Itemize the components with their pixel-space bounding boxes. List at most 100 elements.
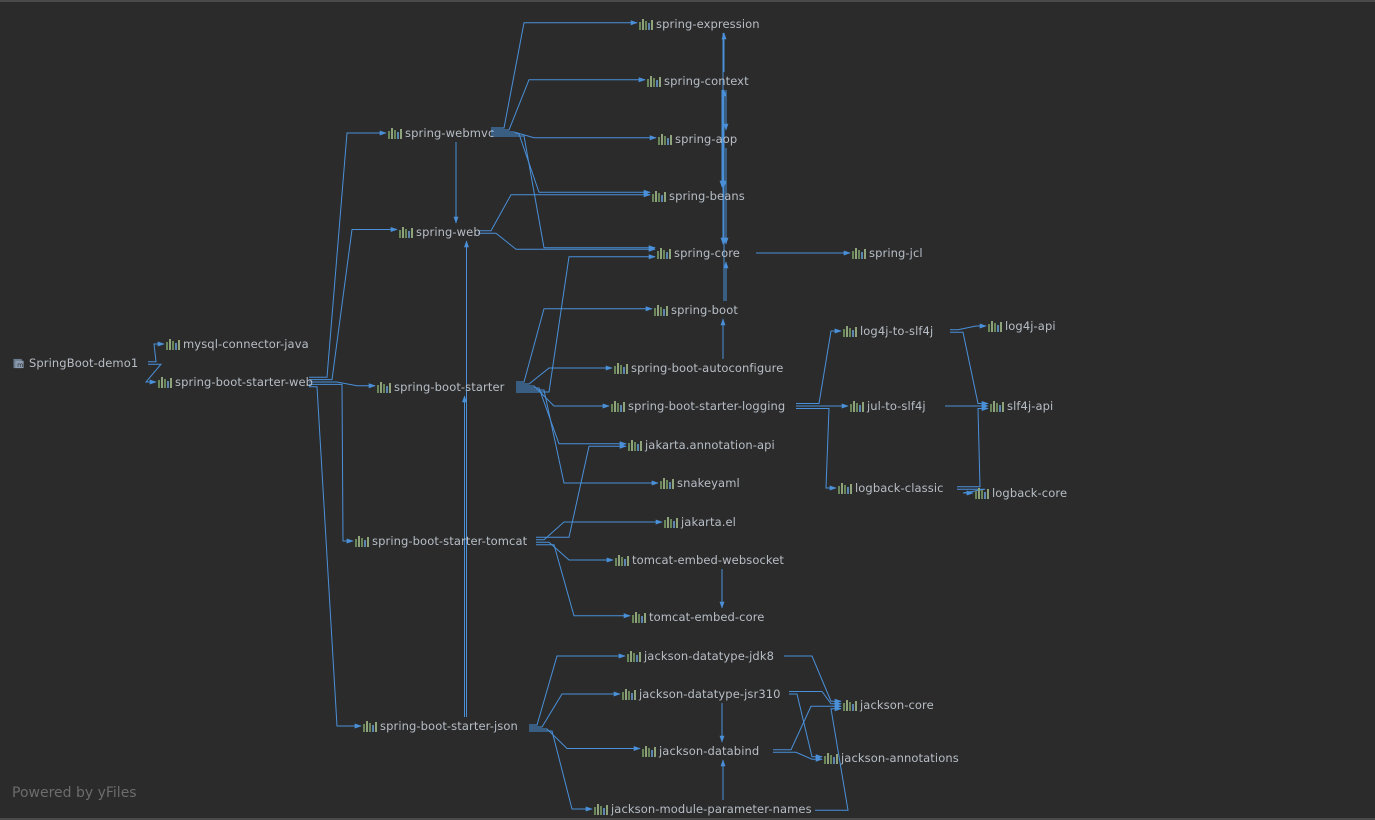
edge-root-to-sbsw — [144, 363, 163, 385]
dependency-node-autoconf[interactable]: spring-boot-autoconfigure — [614, 360, 783, 376]
edge-databind-to-jcore — [773, 703, 842, 751]
library-icon — [166, 338, 180, 350]
node-label: logback-classic — [855, 481, 944, 495]
dependency-node-tews[interactable]: tomcat-embed-websocket — [615, 552, 784, 568]
dependency-node-boot[interactable]: spring-boot — [654, 302, 738, 318]
edge-databind-to-jann — [773, 751, 823, 762]
node-label: spring-aop — [675, 132, 738, 146]
edge-sbsw-to-sbs — [309, 381, 376, 389]
dependency-node-tecore[interactable]: tomcat-embed-core — [632, 609, 765, 625]
edge-tomcat-to-tews — [536, 541, 614, 563]
library-icon — [843, 699, 857, 711]
library-icon — [355, 535, 369, 547]
node-label: jakarta.annotation-api — [645, 438, 775, 452]
edge-sbs-to-autoconf — [516, 365, 613, 385]
edge-tomcat-to-jakann — [536, 443, 627, 538]
dependency-node-logging[interactable]: spring-boot-starter-logging — [611, 398, 785, 414]
library-icon — [990, 400, 1004, 412]
dependency-node-jakann[interactable]: jakarta.annotation-api — [628, 437, 775, 453]
dependency-node-l4japi[interactable]: log4j-api — [988, 318, 1056, 334]
node-label: jul-to-slf4j — [867, 399, 926, 413]
library-icon — [975, 487, 989, 499]
library-icon — [377, 381, 391, 393]
edge-sbs-to-logging — [516, 385, 610, 409]
node-label: jackson-module-parameter-names — [611, 802, 812, 816]
dependency-node-core[interactable]: spring-core — [657, 245, 740, 261]
library-icon — [664, 516, 678, 528]
edge-webmvc-to-aop — [491, 131, 657, 141]
svg-text:m: m — [17, 361, 23, 369]
node-label: jackson-core — [860, 698, 934, 712]
node-label: spring-boot-starter-json — [380, 719, 518, 733]
node-label: snakeyaml — [677, 476, 740, 490]
node-label: spring-boot-autoconfigure — [631, 361, 784, 375]
dependency-node-web[interactable]: spring-web — [399, 224, 481, 240]
dependency-node-jakel[interactable]: jakarta.el — [664, 514, 736, 530]
dependency-node-aop[interactable]: spring-aop — [658, 131, 737, 147]
edge-webmvc-to-context — [491, 77, 646, 131]
dependency-node-mysql[interactable]: mysql-connector-java — [166, 336, 309, 352]
edge-params-to-jcore — [815, 706, 849, 811]
node-label: tomcat-embed-core — [649, 610, 765, 624]
edge-l4j2slf-to-slf4j — [950, 331, 989, 406]
dependency-node-beans[interactable]: spring-beans — [652, 188, 745, 204]
edge-tomcat-to-jakel — [536, 519, 663, 541]
node-label: spring-expression — [656, 17, 760, 31]
edge-l4j2slf-to-l4japi — [950, 323, 987, 331]
dependency-node-databind[interactable]: jackson-databind — [642, 743, 759, 759]
edge-sbsw-to-tomcat — [309, 383, 354, 544]
edge-sbs-to-jakann — [516, 387, 627, 447]
edge-json-to-databind — [529, 728, 641, 751]
library-icon — [399, 226, 413, 238]
node-label: jakarta.el — [681, 515, 736, 529]
dependency-node-slf4j[interactable]: slf4j-api — [990, 398, 1053, 414]
node-label: spring-jcl — [869, 246, 923, 260]
node-label: jackson-databind — [659, 744, 760, 758]
library-icon — [642, 745, 656, 757]
library-icon — [388, 127, 402, 139]
dependency-node-context[interactable]: spring-context — [647, 73, 749, 89]
edge-json-to-params — [529, 730, 593, 812]
dependency-node-sbs[interactable]: spring-boot-starter — [377, 379, 504, 395]
edge-webmvc-to-expression — [491, 20, 638, 129]
edge-sbsw-to-web — [309, 227, 398, 381]
library-icon — [658, 133, 672, 145]
dependency-node-lbclassic[interactable]: logback-classic — [838, 480, 944, 496]
dependency-node-tomcat[interactable]: spring-boot-starter-tomcat — [355, 533, 527, 549]
dependency-node-expression[interactable]: spring-expression — [639, 16, 760, 32]
dependency-node-json[interactable]: spring-boot-starter-json — [363, 718, 518, 734]
edge-tomcat-to-tecore — [536, 544, 631, 619]
edge-logging-to-l4j2slf — [796, 328, 842, 404]
dependency-node-jann[interactable]: jackson-annotations — [824, 750, 959, 766]
dependency-node-jcl[interactable]: spring-jcl — [852, 245, 923, 261]
edge-sbs-to-boot — [516, 306, 653, 383]
dependency-node-jsr310[interactable]: jackson-datatype-jsr310 — [622, 686, 781, 702]
node-label: spring-beans — [669, 189, 745, 203]
dependency-node-sbsw[interactable]: spring-boot-starter-web — [158, 374, 313, 390]
edge-jsr310-to-jcore — [789, 691, 842, 707]
node-label: slf4j-api — [1007, 399, 1054, 413]
library-icon — [647, 75, 661, 87]
library-icon — [838, 482, 852, 494]
dependency-node-jcore[interactable]: jackson-core — [843, 697, 934, 713]
edge-lbclassic-to-lbcore — [957, 488, 986, 496]
node-label: spring-boot-starter-logging — [628, 399, 786, 413]
library-icon — [988, 320, 1002, 332]
library-icon — [652, 190, 666, 202]
dependency-node-jdk8[interactable]: jackson-datatype-jdk8 — [627, 648, 774, 664]
library-icon — [639, 18, 653, 30]
dependency-node-lbcore[interactable]: logback-core — [975, 485, 1067, 501]
dependency-node-params[interactable]: jackson-module-parameter-names — [594, 801, 812, 817]
dependency-node-snake[interactable]: snakeyaml — [660, 475, 740, 491]
library-icon — [852, 247, 866, 259]
dependency-node-webmvc[interactable]: spring-webmvc — [388, 125, 494, 141]
dependency-node-l4j2slf[interactable]: log4j-to-slf4j — [843, 323, 933, 339]
node-label: log4j-to-slf4j — [860, 324, 934, 338]
node-label: spring-web — [416, 225, 481, 239]
library-icon — [660, 477, 674, 489]
node-label: tomcat-embed-websocket — [632, 553, 785, 567]
dependency-node-jul[interactable]: jul-to-slf4j — [850, 398, 926, 414]
edge-web-to-beans — [478, 192, 651, 232]
